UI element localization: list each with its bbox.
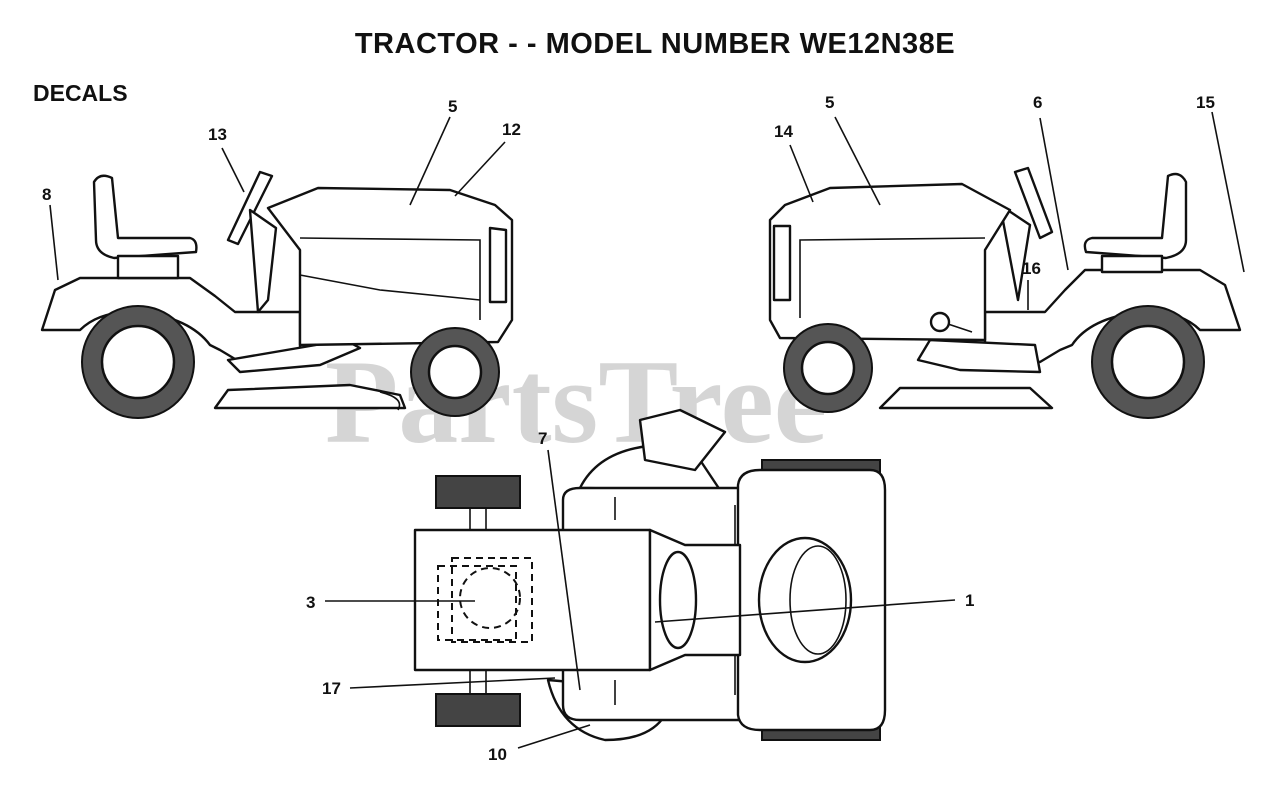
watermark: PartsTree [325, 335, 827, 468]
callout-12: 12 [502, 120, 521, 139]
callout-16: 16 [1022, 259, 1041, 278]
mower-deck-right [878, 386, 1054, 410]
callout-1: 1 [965, 591, 974, 610]
seat-right [1083, 172, 1188, 260]
steering-wheel-left [226, 170, 274, 246]
callout-5-left: 5 [448, 97, 457, 116]
mower-deck-left [213, 383, 407, 410]
callout-6: 6 [1033, 93, 1042, 112]
callout-labels: 8 13 5 12 14 5 6 15 16 3 7 1 17 10 [42, 93, 1215, 764]
callout-17: 17 [322, 679, 341, 698]
callout-10: 10 [488, 745, 507, 764]
tractor-top-view [413, 408, 887, 742]
page-title: TRACTOR - - MODEL NUMBER WE12N38E [354, 28, 956, 60]
callout-5-right: 5 [825, 93, 834, 112]
steering-wheel-right [1013, 166, 1054, 240]
section-label: DECALS [33, 80, 128, 106]
hood-right [768, 182, 1012, 342]
hood-left [266, 186, 514, 347]
callout-7: 7 [538, 429, 547, 448]
callout-3: 3 [306, 593, 315, 612]
callout-15: 15 [1196, 93, 1215, 112]
callout-14: 14 [774, 122, 793, 141]
seat-left [92, 174, 198, 260]
tractor-left-view [40, 170, 514, 419]
callout-8: 8 [42, 185, 51, 204]
callout-13: 13 [208, 125, 227, 144]
leader-lines [49, 111, 1245, 749]
tractor-right-view [768, 166, 1242, 419]
